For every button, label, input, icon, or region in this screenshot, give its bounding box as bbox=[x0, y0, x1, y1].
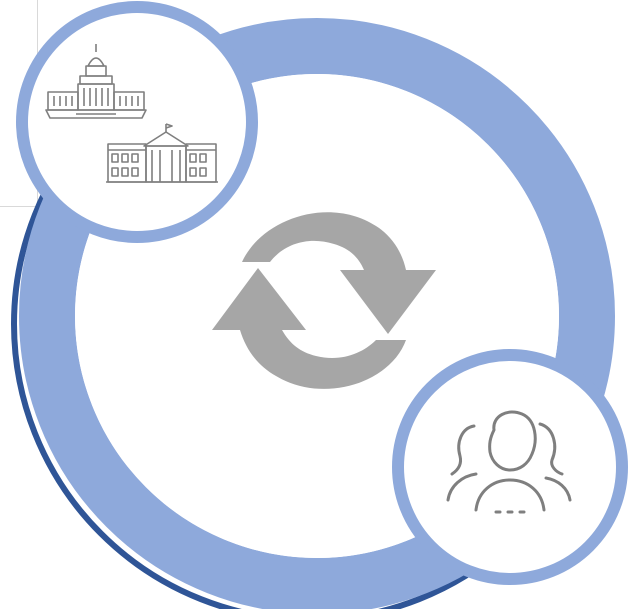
people-node bbox=[392, 349, 628, 585]
government-node bbox=[16, 1, 258, 243]
refresh-cycle-icon bbox=[212, 212, 436, 389]
ring-outer bbox=[19, 18, 615, 609]
white-house-icon bbox=[106, 123, 218, 183]
government-node-circle bbox=[16, 1, 258, 243]
cycle-arrow-lower bbox=[212, 268, 406, 389]
people-node-circle bbox=[392, 349, 628, 585]
people-group-icon bbox=[446, 410, 572, 514]
person-center-body-icon bbox=[474, 478, 546, 512]
cycle-arrow-upper bbox=[242, 212, 436, 334]
government-buildings-icon bbox=[45, 44, 218, 183]
capitol-building-icon bbox=[45, 44, 147, 119]
person-left-icon bbox=[446, 424, 478, 502]
person-right-icon bbox=[538, 422, 572, 502]
person-center-head-icon bbox=[488, 410, 537, 472]
